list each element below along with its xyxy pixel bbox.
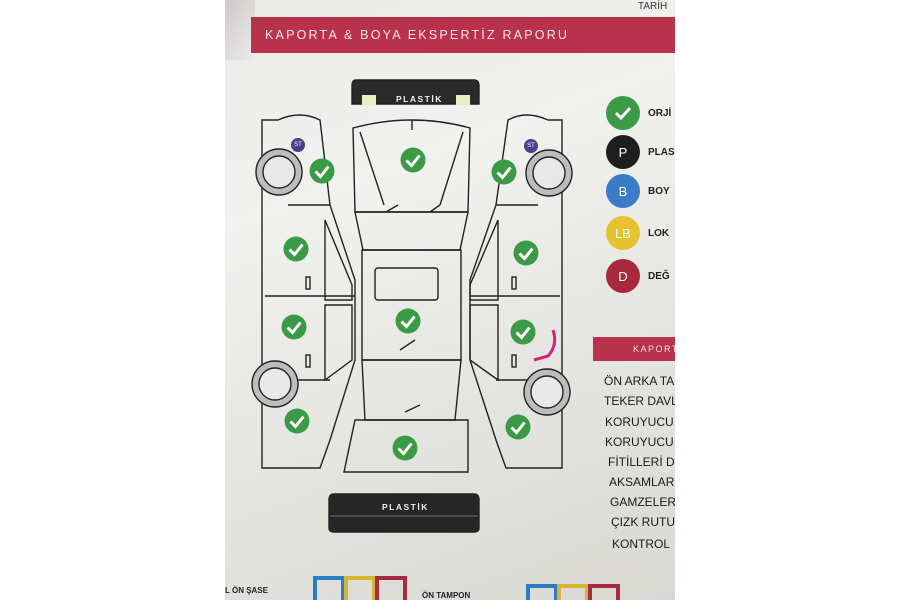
note-line: KORUYUCU [605,415,674,429]
pink-marker-stroke [533,329,557,362]
report-title: KAPORTA & BOYA EKSPERTİZ RAPORU [251,17,675,53]
legend-label: BOY [648,185,670,197]
front-bumper [351,79,480,105]
blue-box [313,576,345,600]
hood-lines [359,120,464,206]
check-icon [606,96,640,130]
legend-replaced: D DEĞ [606,259,670,293]
check-icon [281,314,307,340]
sunroof [374,267,439,301]
note-line: ÇIZK RUTU [611,515,675,529]
hood [352,119,471,213]
note-line: KORUYUCU [605,435,674,449]
replaced-badge: D [606,259,640,293]
left-window-front [324,219,353,301]
plastic-badge: P [606,135,640,169]
front-bumper-label: PLASTİK [396,94,443,104]
rear-bumper-label: PLASTİK [382,502,429,512]
right-window-front [469,219,499,301]
note-line: ÖN ARKA TAM [604,374,675,388]
check-icon [283,236,309,262]
chassis-label: L ÖN ŞASE [225,586,268,595]
note-line: KONTROL [612,537,671,551]
left-door-handle [305,276,311,290]
kaporta-notes: ÖN ARKA TAM TEKER DAVL KORUYUCU KORUYUCU… [590,360,675,560]
left-door-handle [305,354,311,368]
st-badge-left: ST [291,138,305,152]
rear-bumper [328,493,480,533]
check-icon [392,435,418,461]
legend-label: PLAS [648,146,675,158]
legend-plastic: P PLAS [606,135,675,169]
check-icon [395,308,421,334]
front-bumper-light-left [362,95,376,105]
paper-fold [225,0,255,60]
note-line: FİTİLLERİ D [608,455,675,469]
check-icon [309,158,335,184]
right-side-outline [469,114,563,469]
yellow-box [344,576,376,600]
check-icon [400,147,426,173]
right-door-handle [511,354,517,368]
check-icon [284,408,310,434]
check-icon [513,240,539,266]
legend-painted: B BOY [606,174,670,208]
left-window-rear [324,304,353,382]
legend-original: ORJİ [606,96,671,130]
kaporta-banner: KAPORT [593,337,675,361]
local-paint-badge: LB [606,216,640,250]
painted-badge: B [606,174,640,208]
note-line: TEKER DAVL [604,394,675,408]
right-window-rear [469,304,499,382]
red-box [375,576,407,600]
check-icon [491,159,517,185]
front-bumper-row-label: ÖN TAMPON [422,591,471,600]
wiper-lines [385,204,441,213]
check-icon [505,414,531,440]
legend-label: ORJİ [648,107,672,119]
legend-label: LOK [648,227,670,239]
note-line: GAMZELER [610,495,675,509]
legend-label: DEĞ [648,270,670,282]
front-bumper-light-right [456,95,470,105]
check-icon [510,319,536,345]
legend-local-paint: LB LOK [606,216,669,250]
left-side-outline [261,114,356,469]
red-box [588,584,620,600]
yellow-box [557,584,589,600]
note-line: AKSAMLAR [609,475,675,489]
blue-box [526,584,558,600]
st-badge-right: ST [524,139,538,153]
detail-lines [399,339,421,413]
date-label: TARİH [638,1,668,12]
trunk [343,419,469,473]
right-door-handle [511,276,517,290]
